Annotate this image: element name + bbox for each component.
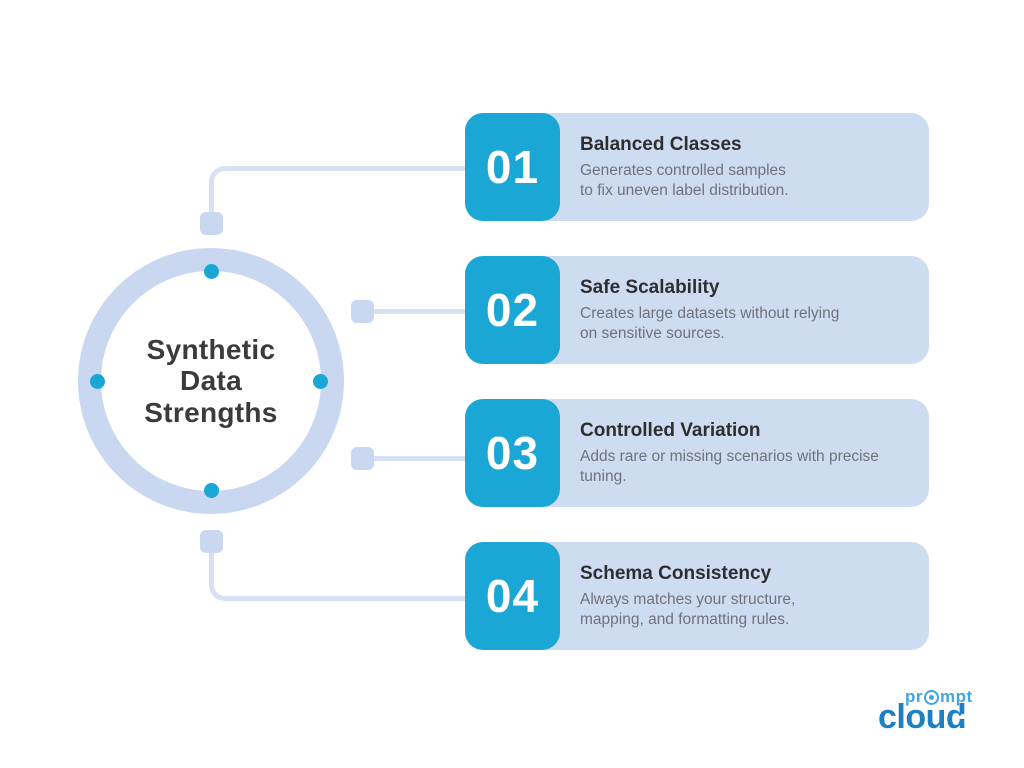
card-text-block: Controlled Variation Adds rare or missin… xyxy=(580,399,915,507)
hub-title-line: Synthetic xyxy=(146,333,276,365)
hub-title: Synthetic Data Strengths xyxy=(144,334,277,428)
step-number-badge: 02 xyxy=(465,256,560,364)
strength-card-1: 01 Balanced Classes Generates controlled… xyxy=(465,113,929,221)
logo-cloud-text: cloud xyxy=(878,698,970,737)
step-number-badge: 01 xyxy=(465,113,560,221)
connector-line-item3 xyxy=(372,456,465,461)
hub-title-line: Data xyxy=(180,365,242,397)
card-description: Always matches your structure, mapping, … xyxy=(580,590,915,629)
card-description-line: Generates controlled samples xyxy=(580,161,786,179)
card-description-line: to fix uneven label distribution. xyxy=(580,181,789,199)
card-title: Safe Scalability xyxy=(580,276,720,298)
card-description-line: mapping, and formatting rules. xyxy=(580,610,790,628)
card-description: Creates large datasets without relying o… xyxy=(580,304,915,343)
card-description-line: Adds rare or missing scenarios with prec… xyxy=(580,447,879,465)
connector-node-item3 xyxy=(351,447,374,470)
card-description-line: Always matches your structure, xyxy=(580,590,796,608)
hub-title-line: Strengths xyxy=(144,396,278,428)
card-title: Balanced Classes xyxy=(580,133,742,155)
strength-card-2: 02 Safe Scalability Creates large datase… xyxy=(465,256,929,364)
connector-line-item4 xyxy=(209,553,465,601)
step-number-badge: 03 xyxy=(465,399,560,507)
card-description: Generates controlled samples to fix unev… xyxy=(580,161,915,200)
card-description: Adds rare or missing scenarios with prec… xyxy=(580,447,915,486)
hub-dot-top xyxy=(204,264,219,279)
card-text-block: Safe Scalability Creates large datasets … xyxy=(580,256,915,364)
strength-card-4: 04 Schema Consistency Always matches you… xyxy=(465,542,929,650)
hub-dot-right xyxy=(313,374,328,389)
hub-circle: Synthetic Data Strengths xyxy=(78,248,344,514)
card-title: Schema Consistency xyxy=(580,562,772,584)
card-text-block: Balanced Classes Generates controlled sa… xyxy=(580,113,915,221)
connector-node-item2 xyxy=(351,300,374,323)
card-title: Controlled Variation xyxy=(580,419,761,441)
card-description-line: on sensitive sources. xyxy=(580,324,725,342)
connector-node-bottom xyxy=(200,530,223,553)
promptcloud-logo: pr mpt cloud xyxy=(878,687,996,745)
step-number-badge: 04 xyxy=(465,542,560,650)
connector-node-top xyxy=(200,212,223,235)
connector-line-item2 xyxy=(372,309,465,314)
hub-dot-left xyxy=(90,374,105,389)
card-description-line: tuning. xyxy=(580,467,627,485)
card-text-block: Schema Consistency Always matches your s… xyxy=(580,542,915,650)
strength-card-3: 03 Controlled Variation Adds rare or mis… xyxy=(465,399,929,507)
hub-dot-bottom xyxy=(204,483,219,498)
connector-line-item1 xyxy=(209,166,465,213)
card-description-line: Creates large datasets without relying xyxy=(580,304,840,322)
